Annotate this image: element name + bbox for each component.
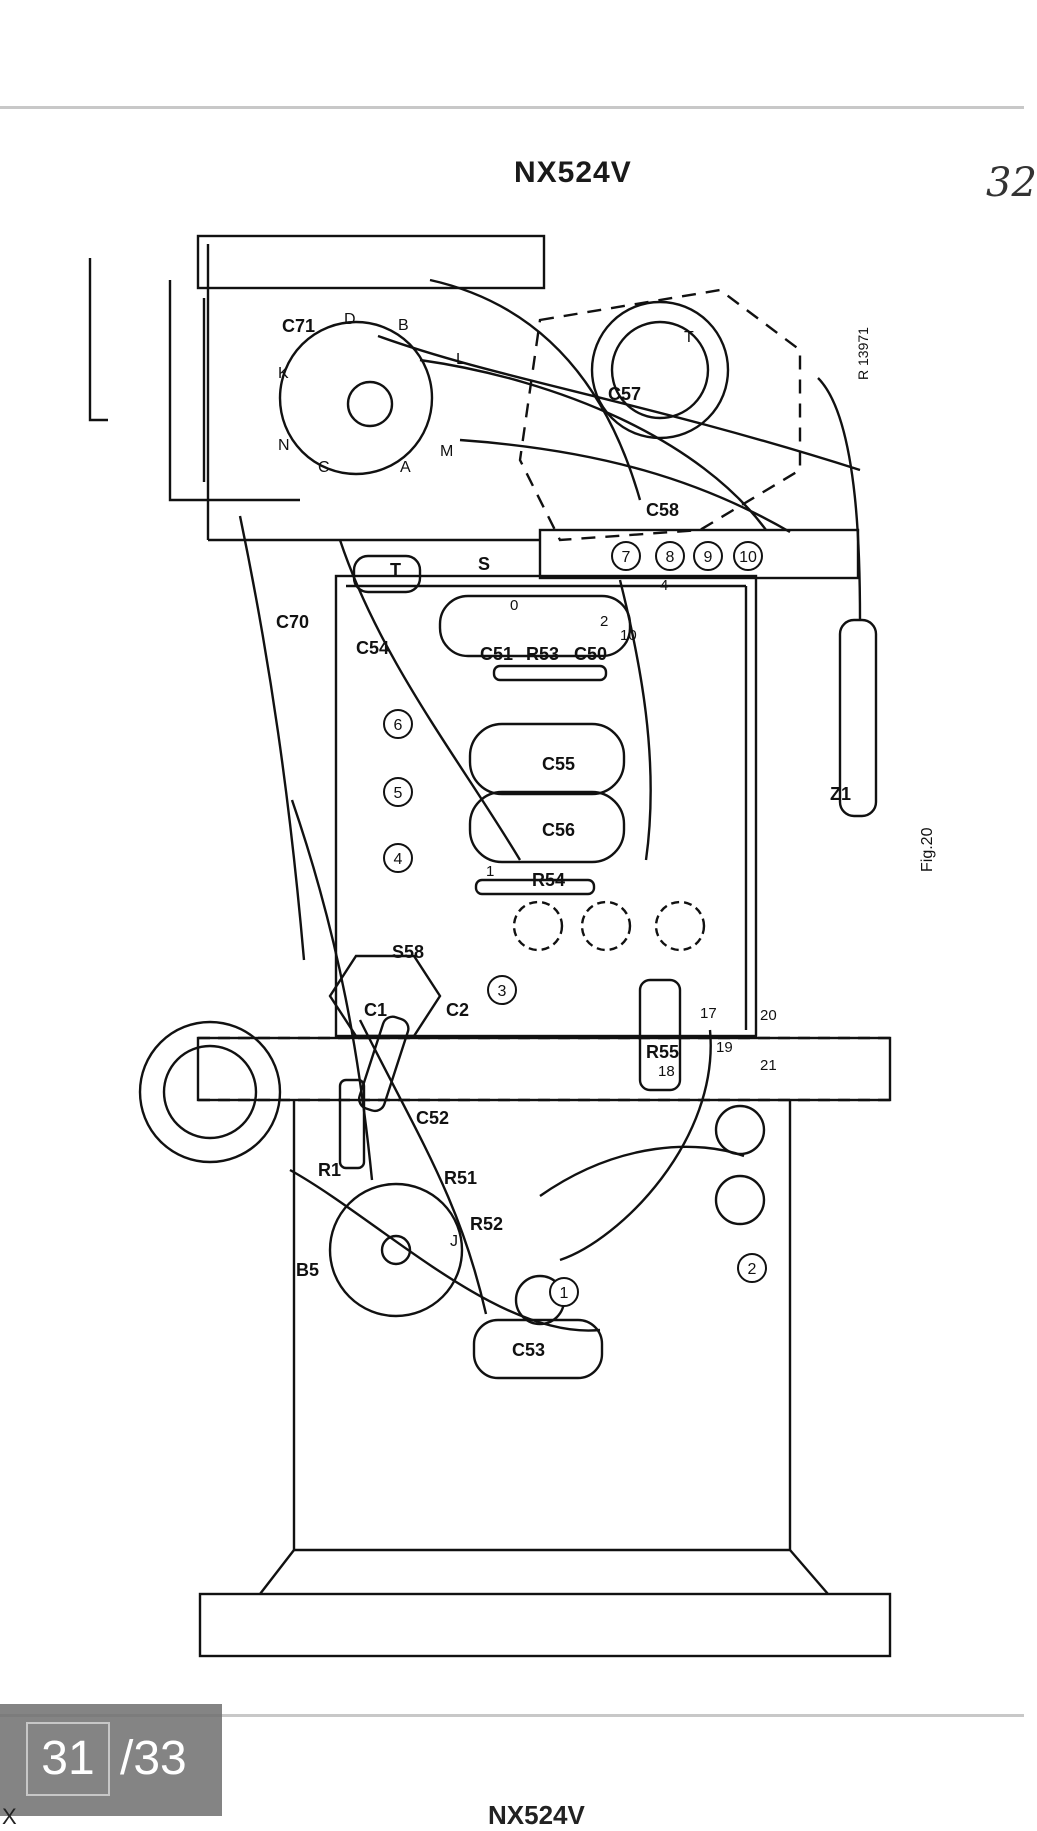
chassis-bottom [198, 1592, 892, 1658]
callout-5: 5 [394, 785, 403, 802]
label-r53: R53 [526, 644, 559, 664]
label-c70: C70 [276, 612, 309, 632]
page-title: NX524V [514, 156, 632, 189]
label-c50: C50 [574, 644, 607, 664]
pin-18: 18 [658, 1063, 675, 1080]
callout-9: 9 [704, 549, 713, 566]
callout-2: 2 [748, 1261, 757, 1278]
pin-20: 20 [760, 1007, 777, 1024]
label-r55: R55 [646, 1042, 679, 1062]
label-c58: C58 [646, 500, 679, 520]
callout-1: 1 [560, 1285, 569, 1302]
label-c2: C2 [446, 1000, 469, 1020]
top-divider [0, 106, 1024, 109]
label-c57: C57 [608, 384, 641, 404]
label-c51: C51 [480, 644, 513, 664]
letter-c: C [318, 459, 330, 476]
pin-17: 17 [700, 1005, 717, 1022]
label-s: S [478, 554, 490, 574]
callout-6: 6 [394, 717, 403, 734]
label-z1: Z1 [830, 784, 851, 804]
label-s58: S58 [392, 942, 424, 962]
chassis-rail [196, 1036, 892, 1102]
callout-10: 10 [739, 549, 757, 566]
letter-k: K [278, 365, 289, 382]
label-c53: C53 [512, 1340, 545, 1360]
label-r1: R1 [318, 1160, 341, 1180]
letter-b: B [398, 317, 409, 334]
label-c54: C54 [356, 638, 389, 658]
letter-l: L [456, 351, 465, 368]
label-c1: C1 [364, 1000, 387, 1020]
label-b5: B5 [296, 1260, 319, 1280]
letter-j: J [450, 1233, 458, 1250]
letter-a: A [400, 459, 411, 476]
next-page-corner-mark: X [2, 1804, 17, 1829]
letter-t-speaker: T [684, 329, 694, 346]
label-r51: R51 [444, 1168, 477, 1188]
mark-1: 1 [486, 863, 494, 880]
page-indicator[interactable]: 31 /33 [0, 1704, 222, 1816]
handwritten-page-number: 32 [986, 160, 1037, 206]
callout-7: 7 [622, 549, 631, 566]
next-page-title: NX524V [488, 1800, 585, 1830]
label-r54: R54 [532, 870, 565, 890]
total-pages: /33 [120, 1732, 187, 1785]
mark-2: 2 [600, 613, 608, 630]
mark-10: 10 [620, 627, 637, 644]
current-page-number[interactable]: 31 [26, 1722, 110, 1796]
figure-label: Fig.20 [919, 827, 936, 872]
label-c52: C52 [416, 1108, 449, 1128]
letter-m: M [440, 443, 453, 460]
mark-0: 0 [510, 597, 518, 614]
mark-4: 4 [660, 577, 668, 594]
label-t: T [390, 560, 401, 580]
label-c56: C56 [542, 820, 575, 840]
drawing-ref-code: R 13971 [855, 327, 871, 380]
letter-d: D [344, 311, 356, 328]
letter-n: N [278, 437, 290, 454]
label-r52: R52 [470, 1214, 503, 1234]
callout-8: 8 [666, 549, 675, 566]
label-c71: C71 [282, 316, 315, 336]
callout-4: 4 [394, 851, 403, 868]
label-c55: C55 [542, 754, 575, 774]
wiring-diagram: 7 8 9 10 6 5 4 3 2 1 C71 C70 C54 C51 R53… [88, 234, 936, 1658]
pin-21: 21 [760, 1057, 777, 1074]
callout-3: 3 [498, 983, 507, 1000]
bottom-divider [0, 1714, 1024, 1717]
pin-19: 19 [716, 1039, 733, 1056]
